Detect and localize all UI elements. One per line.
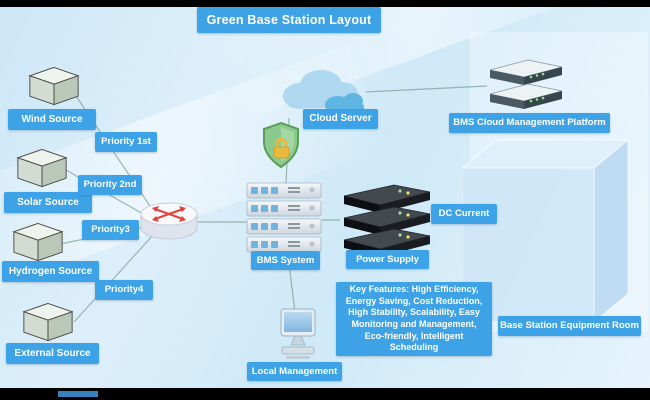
bms-server-stack-icon [246, 182, 322, 254]
bottom-bar-accent [58, 391, 98, 397]
external-source-label: External Source [6, 343, 99, 364]
wind-source-label: Wind Source [8, 109, 96, 130]
local-management-computer-icon [276, 308, 320, 362]
key-features-box: Key Features: High Efficiency, Energy Sa… [336, 282, 492, 356]
cloud-platform-servers-icon [487, 58, 565, 110]
local-management-label: Local Management [247, 362, 342, 381]
priority-1-label: Priority 1st [95, 132, 157, 152]
bottom-letterbox-bar [0, 388, 650, 400]
top-letterbox-bar [0, 0, 650, 7]
hydrogen-source-label: Hydrogen Source [2, 261, 99, 282]
priority-2-label: Priority 2nd [78, 175, 142, 195]
diagram-title: Green Base Station Layout [197, 7, 381, 33]
power-supply-label: Power Supply [346, 250, 429, 269]
wind-source-cube-icon [28, 64, 80, 108]
external-source-cube-icon [22, 300, 74, 344]
hydrogen-source-cube-icon [12, 220, 64, 264]
cloud-server-label: Cloud Server [303, 109, 378, 129]
equipment-room-box [462, 134, 628, 326]
dc-current-label: DC Current [431, 204, 497, 224]
priority-3-label: Priority3 [82, 220, 139, 240]
bms-cloud-platform-label: BMS Cloud Management Platform [449, 113, 610, 133]
bms-system-label: BMS System [251, 251, 320, 270]
equipment-room-label: Base Station Equipment Room [498, 316, 641, 336]
solar-source-label: Solar Source [4, 192, 92, 213]
router-icon [138, 192, 200, 248]
priority-4-label: Priority4 [95, 280, 153, 300]
power-supply-batteries-icon [338, 182, 434, 258]
solar-source-cube-icon [16, 146, 68, 190]
security-shield-icon [261, 121, 301, 169]
